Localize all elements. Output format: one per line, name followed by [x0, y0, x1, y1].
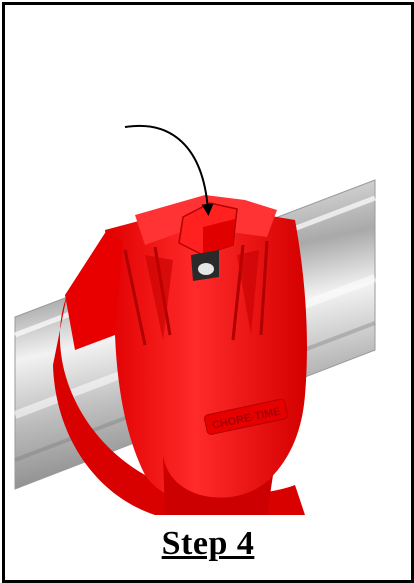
step-illustration: CHORE-TIME [5, 5, 411, 515]
step-caption: Step 4 [5, 525, 411, 563]
curved-arrow-icon [125, 126, 208, 210]
